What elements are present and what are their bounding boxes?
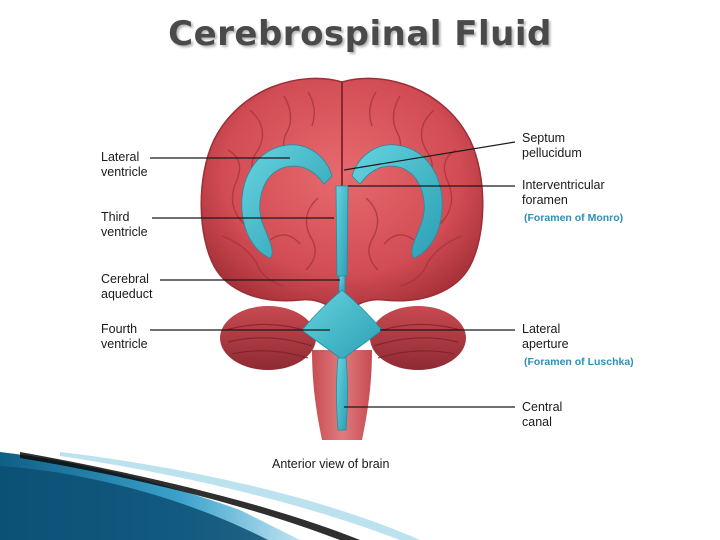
cerebral-aqueduct <box>338 275 346 293</box>
central-canal-fluid <box>336 357 348 431</box>
leader-lines <box>150 141 516 408</box>
label-cerebral-aqueduct: Cerebral aqueduct <box>101 272 153 301</box>
figure-caption: Anterior view of brain <box>272 457 390 471</box>
label-lateral-aperture: Lateral aperture <box>522 322 569 351</box>
label-foramen-of-monro: (Foramen of Monro) <box>524 212 624 224</box>
ventricular-system <box>241 144 443 431</box>
label-interventricular-foramen: Interventricular foramen <box>522 178 605 207</box>
label-septum-pellucidum: Septum pellucidum <box>522 131 582 160</box>
label-third-ventricle: Third ventricle <box>101 210 148 239</box>
cerebellum <box>220 306 466 370</box>
slide-title: Cerebrospinal Fluid <box>168 14 552 54</box>
label-fourth-ventricle: Fourth ventricle <box>101 322 148 351</box>
decorative-swoosh <box>0 452 420 540</box>
label-foramen-of-luschka: (Foramen of Luschka) <box>524 356 634 368</box>
label-central-canal: Central canal <box>522 400 563 429</box>
left-lateral-ventricle <box>241 144 333 259</box>
third-ventricle <box>335 185 349 277</box>
label-lateral-ventricle: Lateral ventricle <box>101 150 148 179</box>
right-lateral-ventricle <box>351 144 443 259</box>
